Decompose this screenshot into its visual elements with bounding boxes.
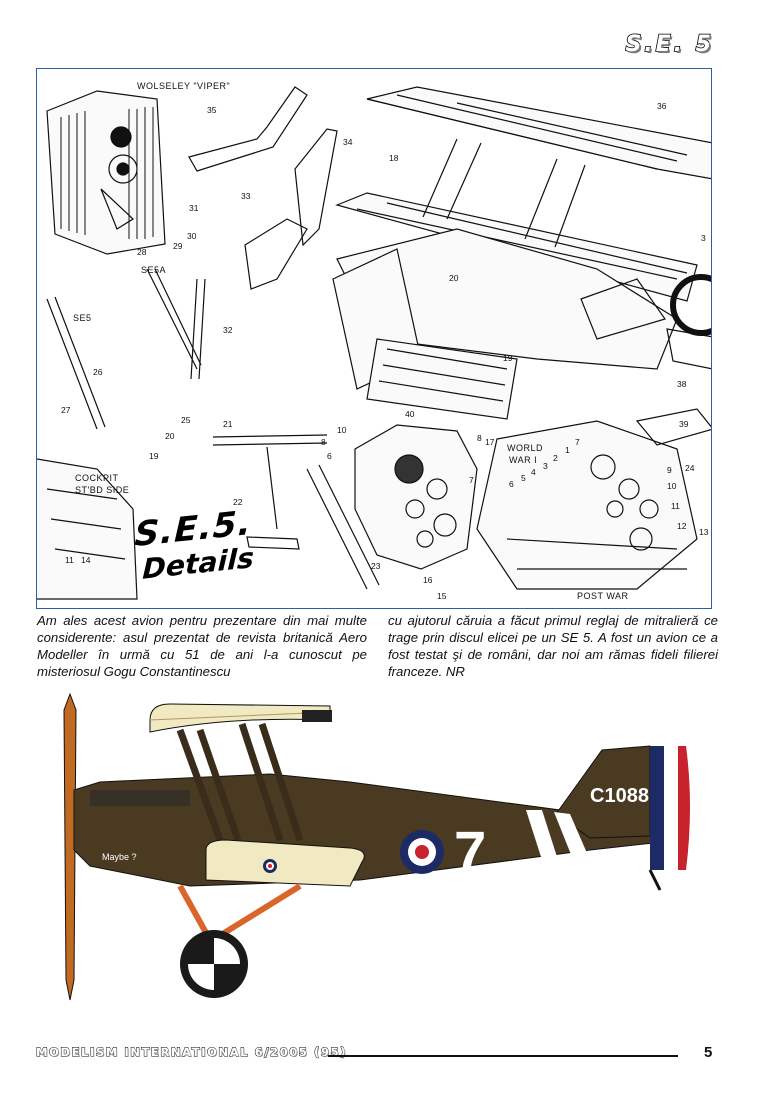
part-number-label: 8 (321, 437, 326, 447)
page-header-title: S.E. 5 (625, 31, 714, 58)
part-number-label: 4 (531, 467, 536, 477)
part-number-label: 16 (423, 575, 433, 585)
lewis-gun (302, 710, 332, 722)
part-number-label: 35 (207, 105, 217, 115)
part-number-label: 39 (679, 419, 689, 429)
part-number-label: 24 (685, 463, 695, 473)
part-number-label: 26 (93, 367, 103, 377)
part-number-label: 6 (509, 479, 514, 489)
rudder-white-stripe (664, 746, 678, 870)
fuselage-band-left (526, 810, 558, 860)
part-number-label: 3 (701, 233, 706, 243)
part-number-label: 34 (343, 137, 353, 147)
part-number-label: 31 (189, 203, 199, 213)
part-number-label: 38 (677, 379, 687, 389)
part-number-label: 1 (565, 445, 570, 455)
part-number-labels: 3534333130292818363201932262527212019222… (61, 101, 709, 601)
part-number-label: 29 (173, 241, 183, 251)
part-number-label: 11 (671, 501, 680, 511)
cockpit-drawing (476, 420, 698, 590)
details-drawing-panel: WOLSELEY "VIPER" SE5A SE5 COCKPIT ST'BD … (36, 68, 712, 609)
se5-annotation: SE5 (73, 313, 92, 323)
part-number-label: 19 (503, 353, 513, 363)
part-number-label: 28 (137, 247, 147, 257)
part-number-label: 14 (81, 555, 91, 565)
rudder-red-stripe (678, 746, 690, 870)
part-number-label: 21 (223, 419, 233, 429)
post-war-annotation: POST WAR (577, 591, 629, 601)
part-number-label: 13 (699, 527, 709, 537)
part-number-label: 20 (165, 431, 175, 441)
footer-rule (328, 1055, 678, 1057)
part-number-label: 18 (389, 153, 399, 163)
part-number-label: 8 (477, 433, 482, 443)
part-number-label: 15 (437, 591, 447, 601)
airframe-drawing (332, 86, 711, 420)
part-number-label: 36 (657, 101, 667, 111)
part-number-label: 7 (575, 437, 580, 447)
part-number-label: 7 (469, 475, 474, 485)
part-number-label: 10 (337, 425, 347, 435)
part-number-label: 6 (327, 451, 332, 461)
fuselage-band-right (554, 812, 590, 862)
engine-annotation: WOLSELEY "VIPER" (137, 81, 230, 91)
part-number-label: 22 (233, 497, 243, 507)
page-number: 5 (704, 1044, 713, 1061)
part-number-label: 25 (181, 415, 191, 425)
aircraft-profile: C1088 7 Maybe ? (63, 692, 690, 1001)
part-number-label: 12 (677, 521, 687, 531)
part-number-label: 30 (187, 231, 197, 241)
world-war-annotation-line1: WORLD (507, 443, 543, 453)
cockpit-annotation-line2: ST'BD SIDE (75, 485, 129, 495)
part-number-label: 19 (149, 451, 159, 461)
caption-left-column: Am ales acest avion pentru prezentare di… (37, 613, 367, 679)
part-number-label: 10 (667, 481, 677, 491)
world-war-annotation-line2: WAR I (509, 455, 537, 465)
technical-drawing: WOLSELEY "VIPER" SE5A SE5 COCKPIT ST'BD … (37, 81, 711, 601)
part-number-label: 33 (241, 191, 251, 201)
part-number-label: 20 (449, 273, 459, 283)
part-number-label: 5 (521, 473, 526, 483)
rudder-blue-stripe (650, 746, 664, 870)
part-number-label: 40 (405, 409, 415, 419)
instrument-panel-drawing (354, 424, 478, 570)
part-number-label: 11 (65, 555, 74, 565)
se5a-annotation: SE5A (141, 265, 166, 275)
part-number-label: 3 (543, 461, 548, 471)
nose-art-name: Maybe ? (102, 852, 137, 862)
propeller (63, 692, 77, 1001)
part-number-label: 23 (371, 561, 381, 571)
cockpit-annotation-line1: COCKPIT (75, 473, 119, 483)
fuselage-number: 7 (454, 820, 486, 885)
lower-wing (205, 839, 365, 887)
footer-magazine: MODELISM INTERNATIONAL 6/2005 (95) (36, 1045, 347, 1060)
caption-right-column: cu ajutorul căruia a făcut primul reglaj… (388, 613, 718, 679)
part-number-label: 32 (223, 325, 233, 335)
part-number-label: 2 (553, 453, 558, 463)
part-number-label: 27 (61, 405, 71, 415)
part-number-label: 17 (485, 437, 495, 447)
serial-number: C1088 (590, 785, 649, 807)
engine-drawing (46, 90, 166, 255)
part-number-label: 9 (667, 465, 672, 475)
